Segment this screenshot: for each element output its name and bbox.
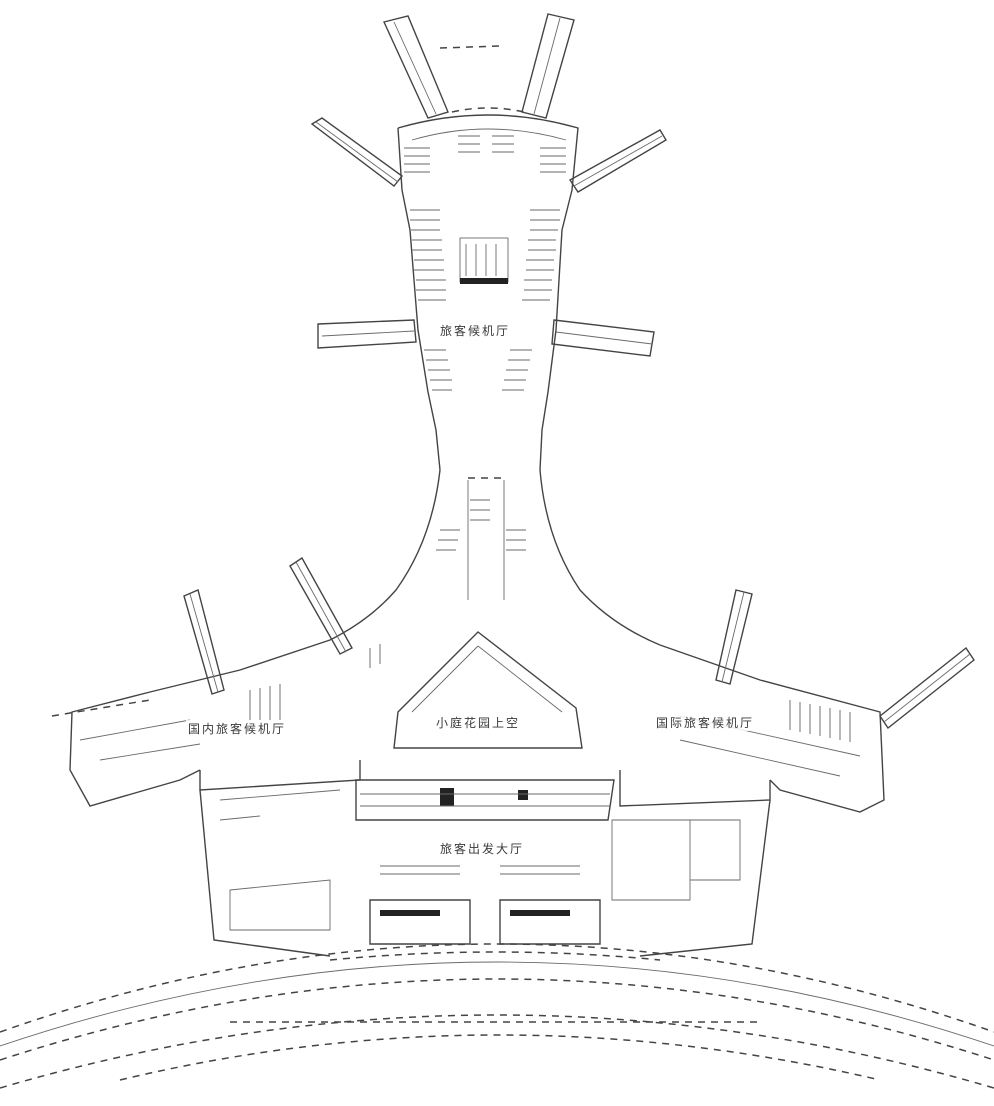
pier-head — [397, 45, 579, 471]
curbside-roads — [0, 943, 994, 1089]
garden-void — [393, 631, 583, 749]
domestic-wing — [51, 556, 381, 807]
label-pier-hall: 旅客候机厅 — [438, 322, 513, 339]
corridor — [329, 469, 661, 646]
label-garden: 小庭花园上空 — [434, 714, 523, 731]
top-boarding-bridges — [310, 13, 667, 357]
international-wing — [619, 589, 975, 813]
label-departure-hall: 旅客出发大厅 — [438, 840, 527, 857]
label-intl-hall: 国际旅客候机厅 — [654, 714, 757, 731]
label-domestic-hall: 国内旅客候机厅 — [186, 720, 289, 737]
pier-seating — [404, 135, 566, 391]
departure-hall — [199, 779, 771, 957]
